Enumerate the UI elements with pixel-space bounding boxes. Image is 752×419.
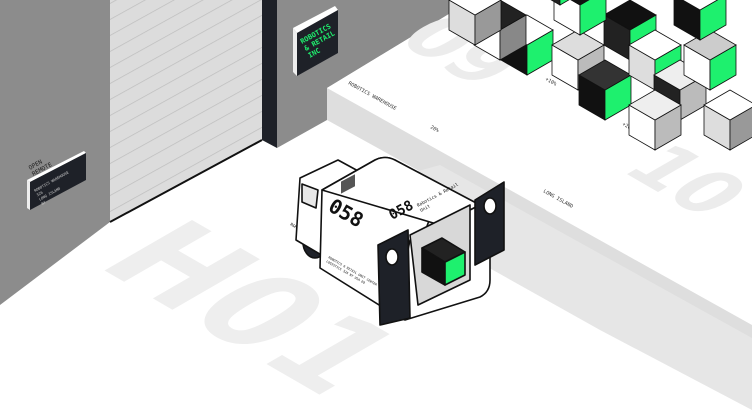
shutter-door: [110, 0, 262, 222]
door-window: [483, 197, 497, 215]
cube-stack: [448, 0, 752, 151]
info-sign: ROBOTICS WAREHOUSE 326 LONG ISLAND NY: [27, 151, 86, 210]
cube-face: [628, 89, 682, 121]
cube-face: [579, 0, 607, 36]
cube-face: [448, 0, 502, 16]
qr-code-icon: [341, 174, 355, 194]
door-pillar: [262, 0, 277, 148]
cube-face: [628, 29, 682, 61]
truck-box-top: [321, 156, 481, 226]
truck-door-left: [377, 229, 411, 326]
cube-face: [699, 0, 727, 41]
cube-face: [703, 89, 752, 121]
label-cube-b: +26%: [621, 122, 634, 133]
cube-face: [570, 0, 590, 6]
label-percent: 26%: [429, 125, 440, 135]
cube-face: [681, 0, 719, 11]
cab-label: R&R: [290, 222, 299, 230]
cargo-box-top: [421, 237, 466, 263]
left-wall: [0, 0, 110, 305]
door-window: [385, 248, 399, 266]
info-sign-line: NY: [41, 200, 47, 206]
cube-face: [559, 0, 570, 6]
cube-face: [603, 0, 657, 31]
shutter-floor-edge: [109, 139, 263, 223]
label-cube-a: +10%: [544, 77, 557, 88]
company-sign: ROBOTICS & RETAIL INC: [293, 6, 338, 76]
cab-window: [301, 183, 319, 209]
truck-door-right: [474, 181, 505, 266]
info-sign-line: 326: [36, 191, 44, 198]
truck-back-label: Unit: [419, 203, 432, 214]
delivery-truck: [295, 156, 505, 326]
